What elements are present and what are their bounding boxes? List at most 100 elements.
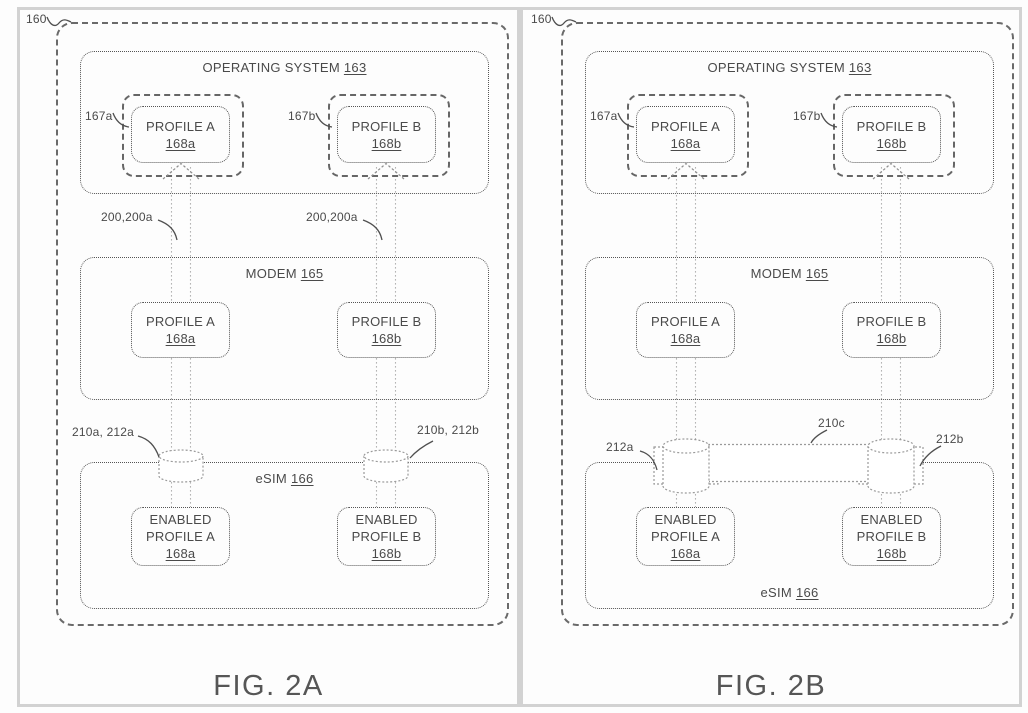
- esim-ref: 166: [290, 471, 314, 486]
- operating-system-label: OPERATING SYSTEM: [202, 60, 340, 75]
- profile-label: ENABLED PROFILE A: [146, 512, 215, 544]
- esim-ref: 166: [795, 585, 819, 600]
- profile-label: PROFILE B: [856, 118, 927, 134]
- cylinder-body: [363, 456, 409, 483]
- figure-2b-frame: [520, 7, 1022, 707]
- connector-ref-label: 210b, 212b: [417, 423, 480, 437]
- enabled-profile-a-box-2b: ENABLED PROFILE A 168a: [636, 507, 735, 566]
- modem-title: MODEM 165: [586, 266, 993, 281]
- arrow-up-icon: [667, 162, 705, 180]
- device-ref-label: 160: [531, 12, 552, 26]
- device-outline-160-2a: [56, 22, 509, 626]
- profile-label: PROFILE A: [146, 118, 215, 134]
- profile-label: ENABLED PROFILE A: [651, 512, 720, 544]
- profile-ref: 168b: [876, 331, 907, 346]
- cylinder-top: [363, 449, 409, 463]
- profile-label: PROFILE B: [351, 118, 422, 134]
- figure-2a-frame: [17, 7, 520, 707]
- os-profile-a-container-2a: [122, 94, 244, 177]
- leader-line-200a: [157, 219, 178, 241]
- esim-title: eSIM 166: [586, 585, 993, 600]
- device-outline-160-2b: [561, 22, 1014, 626]
- modem-ref: 165: [805, 266, 829, 281]
- figure-caption-2a: FIG. 2A: [213, 670, 324, 702]
- profile-ref: 168a: [165, 331, 196, 346]
- connector-cylinder-212a: [662, 438, 710, 494]
- modem-title: MODEM 165: [81, 266, 488, 281]
- container-ref-label: 167b: [793, 109, 821, 123]
- profile-ref: 168a: [670, 331, 701, 346]
- operating-system-title: OPERATING SYSTEM 163: [81, 60, 488, 75]
- operating-system-ref: 163: [343, 60, 367, 75]
- cylinder-top: [867, 438, 915, 454]
- profile-ref: 168b: [371, 546, 402, 561]
- interface-ref-label: 200,200a: [101, 210, 153, 224]
- profile-label: PROFILE B: [351, 314, 422, 329]
- modem-box-2a: MODEM 165: [80, 257, 489, 400]
- connector-ref-label: 210c: [818, 416, 845, 430]
- profile-ref: 168b: [876, 546, 907, 561]
- leader-line-212a: [639, 450, 658, 471]
- connector-ref-label: 210a, 212a: [72, 425, 135, 439]
- leader-line-200b: [362, 219, 383, 241]
- enabled-profile-b-box-2b: ENABLED PROFILE B 168b: [842, 507, 941, 566]
- profile-label: PROFILE A: [651, 118, 720, 134]
- profile-label: ENABLED PROFILE B: [856, 512, 927, 544]
- tube-fill: [705, 445, 872, 481]
- leader-line-167b: [820, 112, 838, 128]
- os-profile-a-box-2a: PROFILE A 168a: [131, 106, 230, 163]
- container-ref-label: 167b: [288, 109, 316, 123]
- modem-label: MODEM: [750, 266, 802, 281]
- connector-cylinder-210b: [363, 449, 409, 483]
- os-profile-a-container-2b: [627, 94, 749, 177]
- connector-cylinder-212b: [867, 438, 915, 494]
- modem-profile-b-box-2a: PROFILE B 168b: [337, 302, 436, 358]
- arrow-up-icon: [162, 162, 200, 180]
- operating-system-label: OPERATING SYSTEM: [707, 60, 845, 75]
- cylinder-top: [158, 449, 204, 463]
- figure-caption-2b: FIG. 2B: [715, 670, 827, 702]
- arrowheads: [162, 162, 910, 180]
- esim-title: eSIM 166: [81, 471, 488, 486]
- esim-label: eSIM: [760, 585, 793, 600]
- cylinder-body: [158, 456, 204, 483]
- leader-line-160: [46, 16, 72, 27]
- profile-ref: 168b: [371, 331, 402, 346]
- interface-ref-label: 200,200a: [306, 210, 358, 224]
- operating-system-box-2b: OPERATING SYSTEM 163: [585, 51, 994, 194]
- arrow-up-icon: [872, 162, 910, 180]
- container-ref-label: 167a: [590, 109, 618, 123]
- connector-ref-label: 212b: [936, 432, 964, 446]
- enabled-profile-b-box-2a: ENABLED PROFILE B 168b: [337, 507, 436, 566]
- operating-system-ref: 163: [848, 60, 872, 75]
- profile-label: PROFILE B: [856, 314, 927, 329]
- profile-ref: 168a: [165, 135, 196, 151]
- modem-profile-a-box-2b: PROFILE A 168a: [636, 302, 735, 358]
- cylinder-top: [662, 438, 710, 454]
- leader-line-212b: [919, 445, 942, 467]
- leader-line-167a: [617, 112, 635, 128]
- connector-ref-label: 212a: [606, 440, 634, 454]
- profile-ref: 168a: [165, 546, 196, 561]
- modem-label: MODEM: [245, 266, 297, 281]
- os-profile-b-container-2b: [833, 94, 955, 177]
- container-ref-label: 167a: [85, 109, 113, 123]
- operating-system-box-2a: OPERATING SYSTEM 163: [80, 51, 489, 194]
- leader-lines: [46, 16, 942, 471]
- connector-cylinder-210a: [158, 449, 204, 483]
- os-profile-b-box-2a: PROFILE B 168b: [337, 106, 436, 163]
- profile-ref: 168a: [670, 546, 701, 561]
- modem-profile-b-box-2b: PROFILE B 168b: [842, 302, 941, 358]
- esim-label: eSIM: [255, 471, 288, 486]
- os-profile-a-box-2b: PROFILE A 168a: [636, 106, 735, 163]
- leader-line-167b: [315, 112, 333, 128]
- cylinder-body: [867, 446, 915, 494]
- cylinder-body: [662, 446, 710, 494]
- leader-line-167a: [112, 112, 130, 128]
- profile-label: PROFILE A: [651, 314, 720, 329]
- enabled-profile-a-box-2a: ENABLED PROFILE A 168a: [131, 507, 230, 566]
- os-profile-b-box-2b: PROFILE B 168b: [842, 106, 941, 163]
- esim-box-2a: eSIM 166: [80, 462, 489, 609]
